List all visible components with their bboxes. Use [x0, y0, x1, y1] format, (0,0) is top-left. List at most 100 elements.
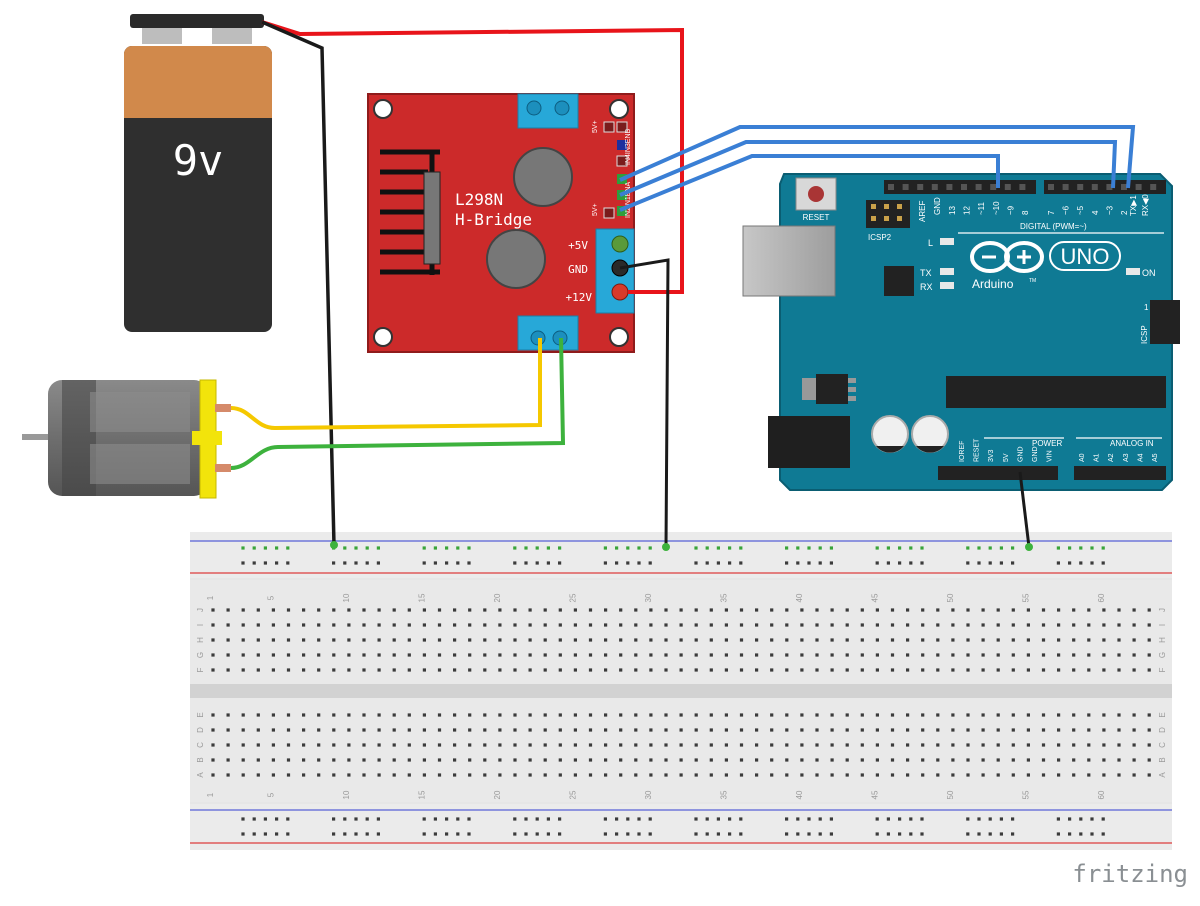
led-tx — [940, 268, 954, 275]
rail-hole — [739, 817, 743, 821]
regulator — [816, 374, 848, 404]
bb-hole — [437, 758, 442, 762]
bb-hole — [981, 743, 985, 747]
bb-hole — [951, 773, 955, 777]
bb-hole — [755, 758, 759, 762]
bb-hole — [860, 758, 864, 762]
bb-hole — [437, 653, 442, 657]
bb-hole — [1117, 728, 1121, 732]
bb-hole — [1147, 743, 1151, 747]
header-pin — [1106, 184, 1113, 190]
bb-hole — [1102, 713, 1106, 717]
rail-hole — [535, 817, 539, 821]
rail-hole — [456, 817, 460, 821]
column-number: 5 — [266, 792, 275, 797]
digital-pin-label: 13 — [948, 206, 957, 215]
bb-hole — [709, 668, 713, 672]
bb-hole — [558, 668, 562, 672]
bb-hole — [468, 758, 472, 762]
bb-hole — [286, 713, 291, 717]
bb-hole — [739, 728, 744, 732]
bb-hole — [528, 623, 532, 627]
rail-hole — [241, 817, 245, 821]
row-letter: E — [1158, 712, 1167, 717]
icsp2-pin — [897, 216, 902, 221]
bb-hole — [588, 713, 593, 717]
rail-hole — [286, 832, 290, 836]
bb-hole — [271, 668, 275, 672]
bb-hole — [513, 668, 517, 672]
bb-hole — [347, 608, 351, 612]
bb-hole — [890, 653, 895, 657]
rail-hole — [1090, 817, 1094, 821]
analog-label: ANALOG IN — [1110, 439, 1154, 448]
capacitor — [513, 147, 573, 207]
bb-hole — [664, 713, 668, 717]
rail-hole — [241, 546, 245, 550]
column-number: 40 — [795, 790, 804, 799]
led-rx — [940, 282, 954, 289]
bb-hole — [513, 728, 517, 732]
bb-hole — [241, 728, 245, 732]
bb-hole — [951, 758, 955, 762]
bb-hole — [981, 773, 985, 777]
column-number: 25 — [568, 593, 577, 602]
bb-hole — [211, 608, 215, 612]
analog-pin-label: A0 — [1079, 453, 1086, 462]
bb-hole — [256, 758, 260, 762]
bb-hole — [604, 608, 608, 612]
rail-hole — [558, 832, 562, 836]
rail-hole — [535, 546, 539, 550]
icsp2-pin — [884, 216, 889, 221]
bb-hole — [1041, 743, 1046, 747]
bb-hole — [1026, 638, 1030, 642]
bb-hole — [1011, 623, 1015, 627]
bb-hole — [1087, 758, 1091, 762]
bb-hole — [437, 773, 442, 777]
rail-hole — [999, 817, 1003, 821]
bb-hole — [875, 728, 879, 732]
bb-hole — [1087, 743, 1091, 747]
bb-hole — [604, 773, 608, 777]
bb-hole — [1102, 728, 1106, 732]
bb-hole — [271, 713, 275, 717]
hbridge-5v-top: 5V+ — [592, 120, 599, 133]
rail-hole — [1011, 832, 1015, 836]
bb-hole — [347, 743, 351, 747]
reset-label: RESET — [803, 213, 830, 222]
bb-hole — [513, 608, 517, 612]
bb-hole — [573, 668, 577, 672]
column-number: 45 — [870, 790, 879, 799]
mount-hole — [373, 99, 393, 119]
bb-hole — [785, 653, 789, 657]
column-number: 5 — [266, 595, 275, 600]
led-rx-label: RX — [920, 282, 933, 292]
screw-5v — [611, 235, 629, 253]
bb-hole — [664, 623, 668, 627]
bb-hole — [921, 638, 925, 642]
bb-hole — [906, 743, 910, 747]
bb-hole — [634, 623, 638, 627]
bb-hole — [362, 773, 366, 777]
wire-blue-in — [619, 140, 1118, 197]
bb-hole — [483, 653, 487, 657]
bb-hole — [407, 758, 411, 762]
row-letter: E — [196, 712, 205, 717]
header-pin — [931, 184, 938, 190]
bb-hole — [664, 728, 668, 732]
bb-hole — [1132, 608, 1136, 612]
led-on — [1126, 268, 1140, 275]
bb-hole — [1147, 668, 1151, 672]
bb-hole — [453, 743, 457, 747]
digital-label: DIGITAL (PWM=~) — [1020, 222, 1087, 231]
bb-hole — [558, 743, 562, 747]
reset-button-cap[interactable] — [808, 186, 824, 202]
rail-hole — [807, 546, 811, 550]
bb-hole — [845, 773, 849, 777]
bb-hole — [347, 773, 351, 777]
bb-hole — [392, 608, 396, 612]
battery-snap — [130, 14, 264, 28]
bb-hole — [755, 638, 759, 642]
bb-hole — [815, 728, 819, 732]
bb-hole — [634, 668, 638, 672]
